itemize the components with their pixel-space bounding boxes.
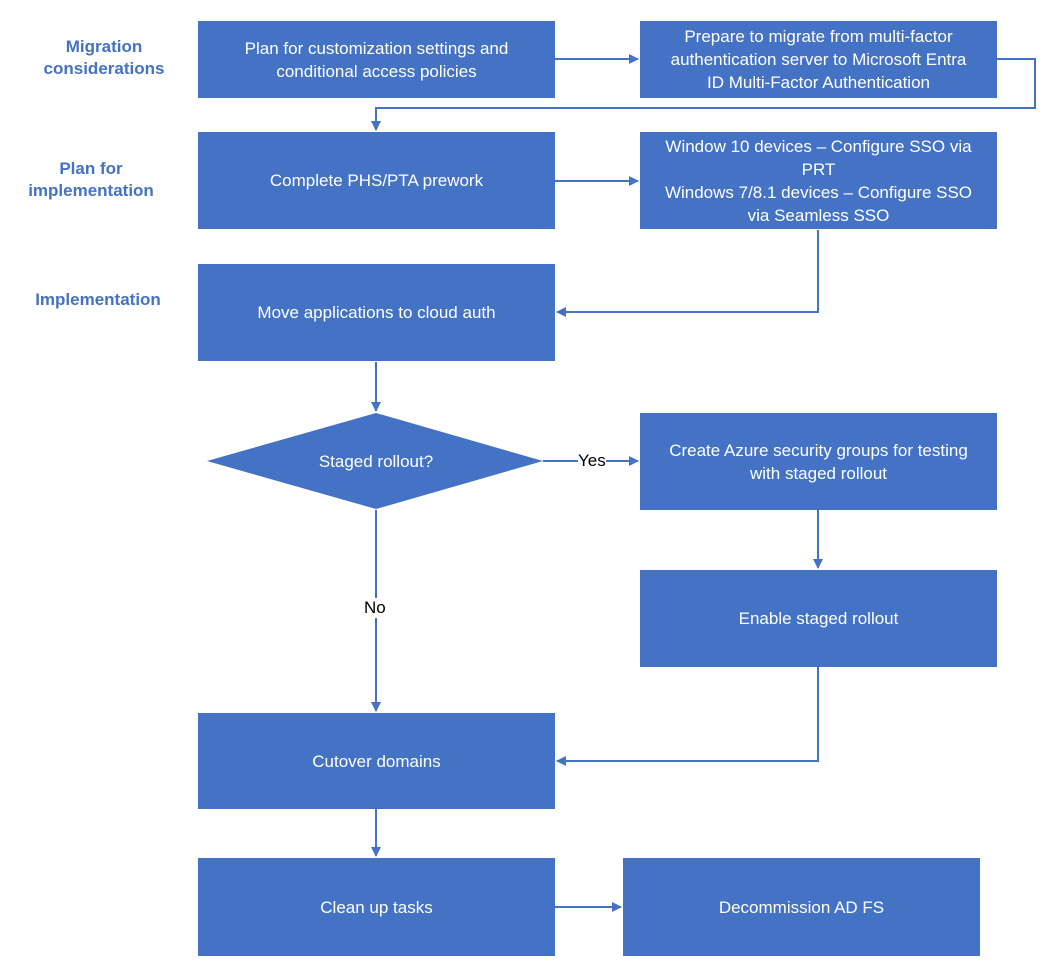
section-label-plan: Plan for implementation: [28, 159, 154, 200]
node-move-applications: Move applications to cloud auth: [198, 264, 555, 361]
node-prepare-mfa-migration-text: Prepare to migrate from multi-factor aut…: [670, 27, 967, 92]
node-decommission-adfs: Decommission AD FS: [623, 858, 980, 956]
arrow-enable-to-cutover: [556, 667, 819, 766]
decision-label: Staged rollout?: [318, 452, 434, 471]
node-enable-staged-rollout: Enable staged rollout: [640, 570, 997, 667]
node-plan-customization: Plan for customization settings and cond…: [198, 21, 555, 98]
arrow-sso-to-move: [556, 230, 819, 317]
arrow-prepare-to-phs: [371, 58, 1036, 131]
node-cutover-domains: Cutover domains: [198, 713, 555, 809]
node-phs-pta-prework: Complete PHS/PTA prework: [198, 132, 555, 229]
node-decommission-adfs-text: Decommission AD FS: [718, 897, 885, 917]
section-label-migration: Migration considerations: [43, 37, 165, 78]
decision-diamond: [207, 413, 543, 509]
node-cutover-domains-text: Cutover domains: [312, 751, 441, 771]
node-configure-sso: Window 10 devices – Configure SSO via PR…: [640, 132, 997, 229]
edge-label-no: No: [364, 598, 386, 618]
node-create-security-groups: Create Azure security groups for testing…: [640, 413, 997, 510]
section-label-implementation: Implementation: [35, 290, 161, 309]
node-configure-sso-text: Window 10 devices – Configure SSO via PR…: [664, 136, 973, 225]
node-plan-customization-text: Plan for customization settings and cond…: [244, 38, 509, 81]
node-enable-staged-rollout-text: Enable staged rollout: [738, 609, 899, 628]
node-move-applications-text: Move applications to cloud auth: [257, 303, 496, 322]
edge-label-yes: Yes: [578, 451, 606, 471]
node-prepare-mfa-migration: Prepare to migrate from multi-factor aut…: [640, 21, 997, 98]
node-create-security-groups-text: Create Azure security groups for testing…: [669, 440, 968, 483]
node-clean-up-tasks-text: Clean up tasks: [320, 897, 433, 917]
node-clean-up-tasks: Clean up tasks: [198, 858, 555, 956]
node-phs-pta-prework-text: Complete PHS/PTA prework: [269, 171, 484, 190]
